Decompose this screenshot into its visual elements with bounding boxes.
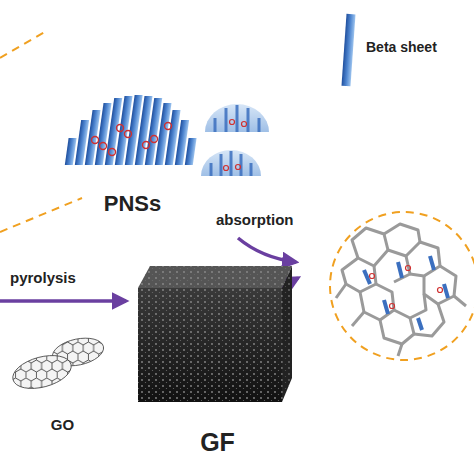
process-label: pyrolysis [10,270,76,287]
process-label: absorption [216,212,294,229]
labelled-illustration: PNSs [60,88,205,216]
node-label: GF [200,429,235,457]
labelled-illustration: GO [15,325,110,433]
labelled-illustration: GF [130,262,305,456]
node-label: GO [51,417,74,434]
legend-text: Beta sheet [366,40,437,55]
node-label: PNSs [104,192,161,216]
